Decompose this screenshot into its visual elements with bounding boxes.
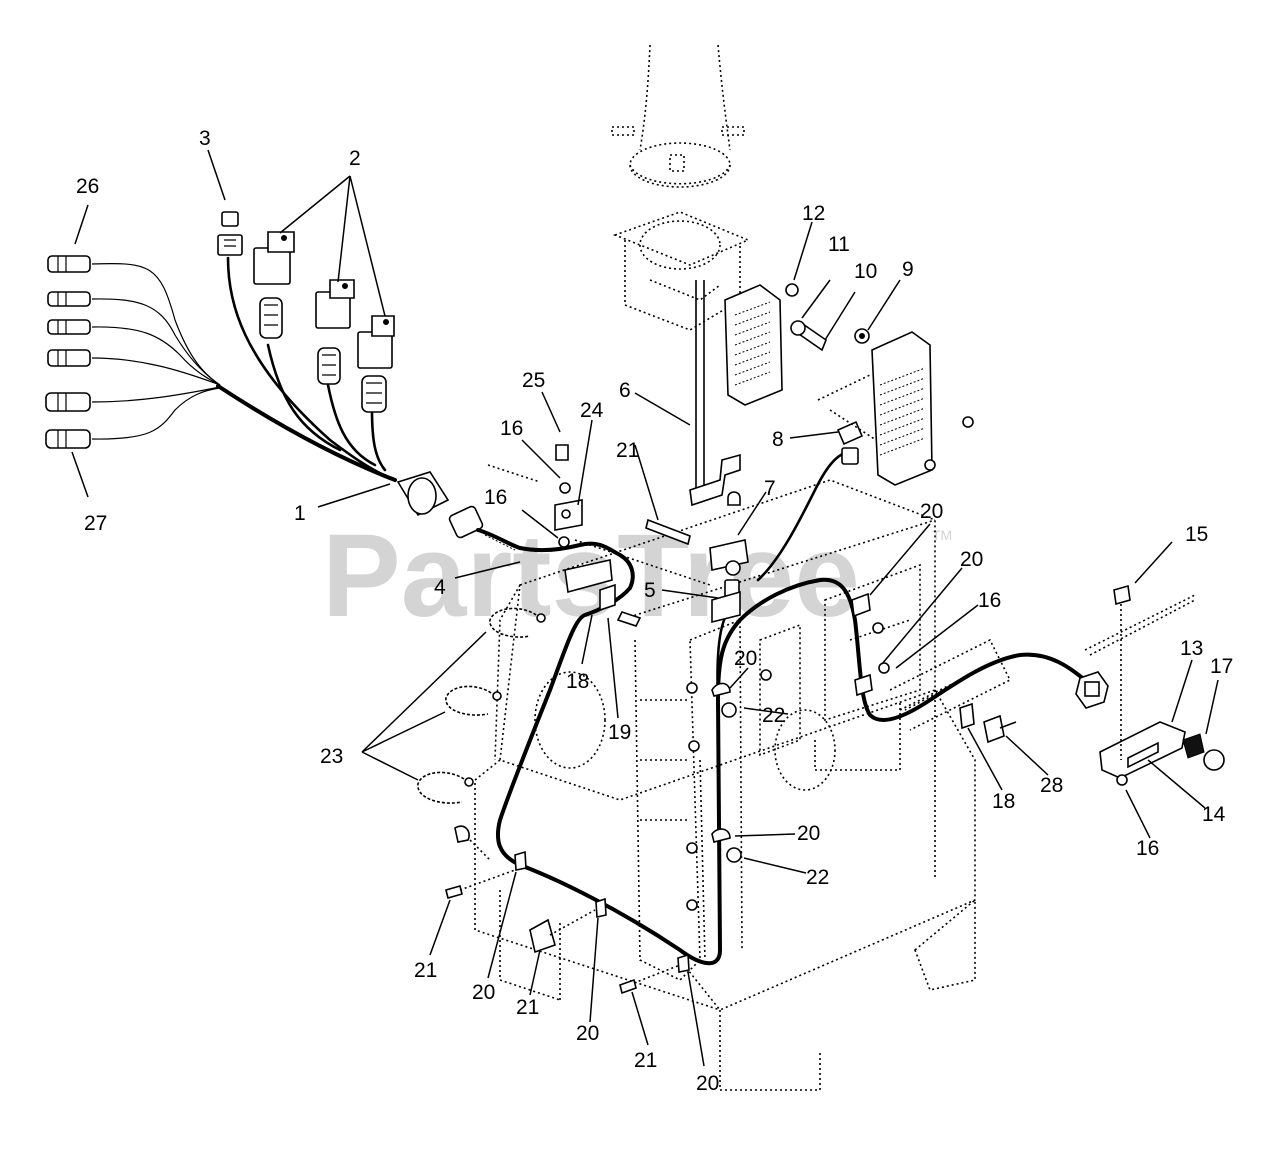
callout-16-upper: 16 <box>500 417 523 440</box>
callout-7: 7 <box>764 477 776 500</box>
callout-11: 11 <box>828 233 850 256</box>
callout-22-upper: 22 <box>762 704 785 727</box>
leader-lines <box>71 149 1219 1067</box>
callout-1: 1 <box>294 502 306 525</box>
watermark-trademark: TM <box>932 527 952 543</box>
callout-14: 14 <box>1202 803 1226 826</box>
wiring-harness <box>91 256 397 482</box>
callout-20-bottom-3: 20 <box>696 1072 719 1095</box>
callout-20-right: 20 <box>960 548 983 571</box>
callout-24: 24 <box>580 399 604 422</box>
cable-ties <box>417 607 546 861</box>
callout-28: 28 <box>1040 774 1063 797</box>
fuse-holders <box>45 255 91 449</box>
main-harness-connector <box>396 471 522 551</box>
callout-labels: 26 27 3 2 1 25 24 16 16 4 6 21 7 5 12 11… <box>76 127 1233 1095</box>
callout-2: 2 <box>349 147 361 170</box>
relays <box>253 231 395 413</box>
callout-20-lower: 20 <box>797 822 820 845</box>
callout-20-upper: 20 <box>920 500 943 523</box>
callout-17: 17 <box>1210 655 1233 678</box>
callout-18-right: 18 <box>992 790 1015 813</box>
center-hardware <box>487 280 749 627</box>
callout-20-center: 20 <box>734 647 757 670</box>
callout-16-lower: 16 <box>484 486 507 509</box>
callout-15: 15 <box>1185 523 1208 546</box>
callout-26: 26 <box>76 175 99 198</box>
callout-13: 13 <box>1180 637 1203 660</box>
callout-9: 9 <box>902 258 914 281</box>
callout-25: 25 <box>522 369 545 392</box>
callout-21-upper: 21 <box>616 439 639 462</box>
callout-19: 19 <box>608 721 631 744</box>
callout-8: 8 <box>772 428 784 451</box>
callout-5: 5 <box>644 579 656 602</box>
callout-23: 23 <box>320 745 343 768</box>
callout-16-bottom-right: 16 <box>1136 837 1159 860</box>
callout-22-lower: 22 <box>806 866 829 889</box>
callout-18-left: 18 <box>566 670 589 693</box>
callout-21-bottom: 21 <box>634 1049 657 1072</box>
callout-20-bottom-2: 20 <box>576 1022 599 1045</box>
callout-21-mid: 21 <box>516 996 539 1019</box>
callout-4: 4 <box>434 576 446 599</box>
callout-3: 3 <box>199 127 211 150</box>
callout-27: 27 <box>84 512 107 535</box>
switch-bracket-assembly <box>959 584 1225 786</box>
switch-assembly <box>724 283 974 486</box>
fuse <box>217 211 243 256</box>
callout-21-left: 21 <box>414 959 437 982</box>
callout-20-bottom-1: 20 <box>472 981 495 1004</box>
callout-12: 12 <box>802 202 825 225</box>
callout-10: 10 <box>854 260 877 283</box>
callout-16-right: 16 <box>978 589 1001 612</box>
clips-and-nuts <box>514 592 890 973</box>
screws <box>445 869 681 995</box>
callout-6: 6 <box>619 379 631 402</box>
